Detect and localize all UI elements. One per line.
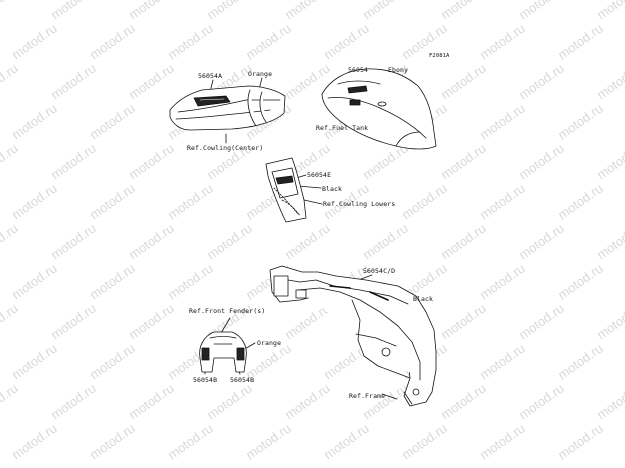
label-ref-fuel-tank: Ref.Fuel Tank (316, 124, 369, 132)
label-ref-cowling-center: Ref.Cowling(Center) (187, 144, 264, 152)
label-ref-cowling-lowers: Ref.Cowling Lowers (323, 200, 396, 208)
label-part-56054: 56054 (348, 66, 369, 74)
label-part-56054e: 56054E (307, 171, 332, 179)
front-fender-part (200, 332, 247, 372)
label-part-56054b-right: 56054B (230, 376, 255, 384)
label-color-ebony: Ebony (388, 66, 409, 74)
label-color-black-frame: Black (413, 295, 434, 303)
label-part-56054a: 56054A (198, 72, 223, 80)
diagram-code: F2081A (429, 53, 450, 59)
label-part-56054cd: 56054C/D (363, 267, 396, 275)
cowling-center-part (170, 86, 285, 130)
label-ref-frame: Ref.Frame (349, 392, 386, 400)
frame-part (270, 266, 436, 406)
fuel-tank-part (322, 69, 436, 149)
label-color-orange-cowling: Orange (248, 70, 273, 78)
label-part-56054b-left: 56054B (193, 376, 218, 384)
label-color-orange-fender: Orange (257, 339, 282, 347)
cowling-lowers-part (266, 158, 306, 222)
label-ref-front-fender: Ref.Front Fender(s) (189, 307, 266, 315)
label-color-black-lowers: Black (322, 185, 343, 193)
